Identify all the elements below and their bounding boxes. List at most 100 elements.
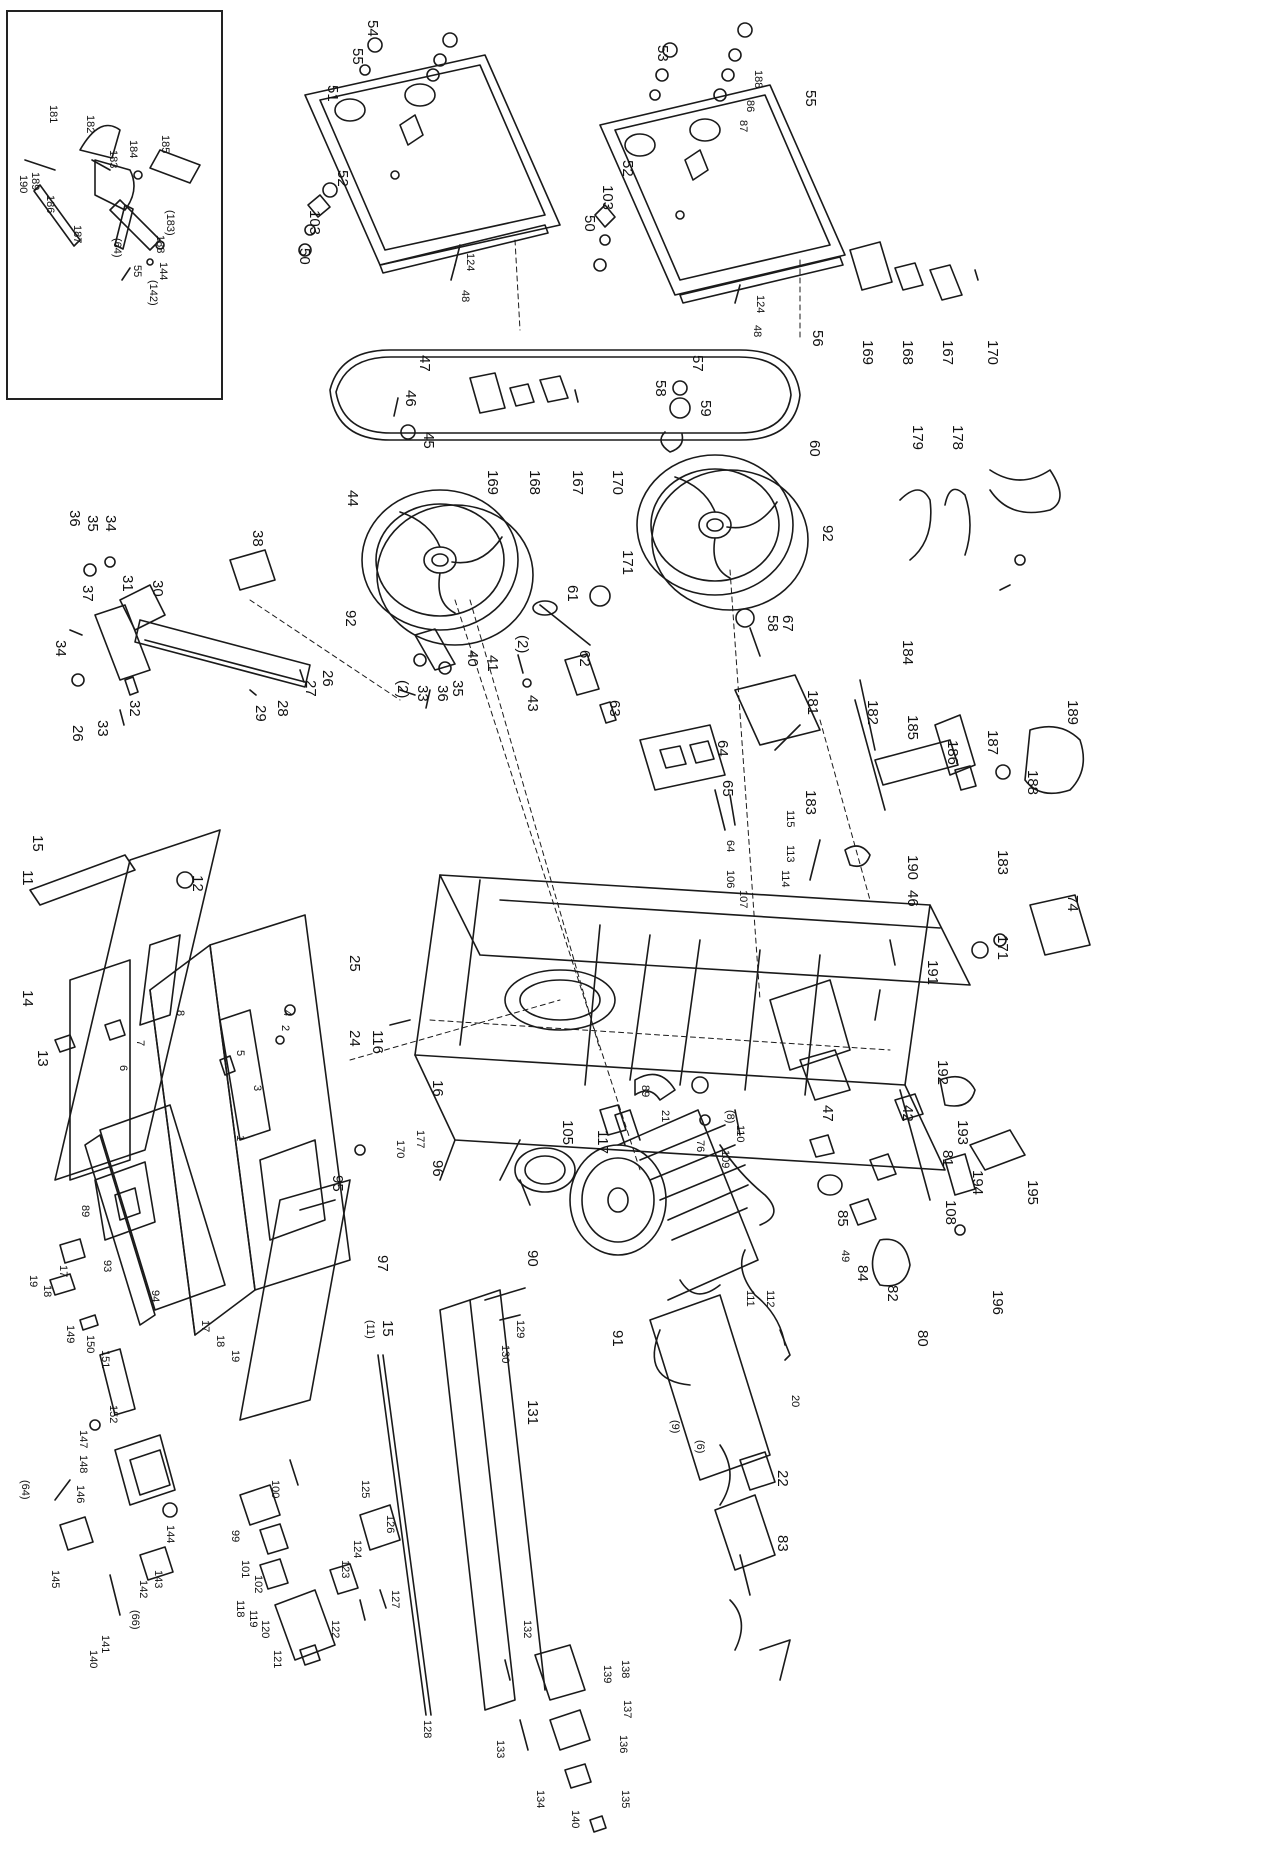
callout-188-lower: 188: [1024, 770, 1041, 796]
callout-130: 130: [499, 1345, 511, 1364]
callout-170-right: 170: [984, 340, 1001, 366]
right-side-handle-parts: [889, 894, 1091, 966]
lower-wheel: [636, 454, 809, 611]
callout-36: 36: [66, 510, 83, 527]
callout-171: 171: [619, 550, 636, 576]
callout-36-guide: 36: [434, 685, 451, 702]
callout-138: 138: [619, 1660, 631, 1679]
callout-28: 28: [274, 700, 291, 717]
callout-11: 11: [19, 870, 36, 886]
callout-18: 18: [41, 1285, 53, 1298]
callout-33-guide: 33: [414, 685, 431, 702]
callout-109: 109: [719, 1150, 731, 1169]
inset-callout-183: 183: [107, 150, 119, 169]
assembly-dash-lines: [249, 239, 891, 1171]
callout-8-paren: (8): [724, 1110, 736, 1124]
inset-callout-64-paren: (64): [111, 238, 123, 258]
callout-110: 110: [734, 1125, 746, 1143]
callout-183-left: 183: [802, 790, 819, 816]
callout-94: 94: [149, 1290, 161, 1303]
callout-137: 137: [621, 1700, 633, 1719]
callout-194: 194: [969, 1170, 986, 1196]
callout-83-lower: 83: [774, 1535, 791, 1552]
callout-115: 115: [784, 810, 796, 828]
callout-30: 30: [149, 580, 166, 597]
callout-2-left: (2): [394, 680, 411, 699]
callout-13: 13: [34, 1050, 51, 1067]
callout-34-lower: 34: [52, 640, 69, 657]
callout-53: 53: [654, 45, 671, 62]
callout-38: 38: [249, 530, 266, 547]
lower-left-small-parts: [49, 1238, 178, 1616]
callout-45: 45: [420, 432, 437, 449]
callout-50: 50: [296, 248, 313, 265]
callout-196: 196: [989, 1290, 1006, 1316]
callout-119: 119: [247, 1610, 259, 1628]
callout-15: 15: [29, 835, 46, 852]
callout-167: 167: [569, 470, 586, 496]
callout-150: 150: [84, 1335, 96, 1354]
blade-guard-parts: [239, 1459, 401, 1666]
callout-25: 25: [346, 955, 363, 972]
callout-20: 20: [789, 1395, 801, 1408]
inset-callout-183-paren: (183): [164, 210, 176, 236]
callout-113: 113: [784, 845, 796, 863]
callout-99: 99: [229, 1530, 241, 1543]
callout-19-right: 19: [229, 1350, 241, 1363]
callout-170-lower: 170: [394, 1140, 406, 1159]
callout-168: 168: [526, 470, 543, 496]
callout-190: 190: [904, 855, 921, 881]
callout-179: 179: [909, 425, 926, 451]
callout-24: 24: [346, 1030, 363, 1047]
bottom-clamp-parts: [534, 1644, 607, 1833]
inset-callout-189: 189: [29, 172, 41, 191]
callout-3: 3: [251, 1085, 263, 1092]
callout-183: 183: [994, 850, 1011, 876]
callout-192: 192: [934, 1060, 951, 1086]
callout-54: 54: [364, 20, 381, 37]
callout-81: 81: [939, 1150, 956, 1167]
inset-callout-190: 190: [17, 175, 29, 194]
callout-12: 12: [189, 875, 206, 892]
callout-42: 42: [899, 1105, 916, 1122]
callout-178: 178: [949, 425, 966, 451]
callout-116: 116: [369, 1030, 386, 1054]
callout-124: 124: [464, 253, 476, 272]
callout-97: 97: [374, 1255, 391, 1272]
callout-35-guide: 35: [449, 680, 466, 697]
callout-140-left: 140: [87, 1650, 99, 1669]
inset-callout-187: 187: [71, 225, 83, 244]
callout-195: 195: [1024, 1180, 1041, 1206]
motor-adjust-parts: [599, 1073, 775, 1226]
callout-49: 49: [839, 1250, 851, 1263]
callout-167-right: 167: [939, 340, 956, 366]
callout-35: 35: [84, 515, 101, 532]
callout-149: 149: [64, 1325, 76, 1344]
callout-64-small: 64: [724, 840, 736, 853]
callout-135: 135: [619, 1790, 631, 1809]
table-rails: [29, 829, 221, 1181]
callout-22: 22: [774, 1470, 791, 1487]
callout-125: 125: [359, 1480, 371, 1499]
callout-8: 8: [174, 1010, 186, 1017]
switch-box: [639, 724, 736, 831]
callout-193: 193: [954, 1120, 971, 1146]
callout-56: 56: [809, 330, 826, 347]
callout-191: 191: [924, 960, 941, 986]
callout-145: 145: [49, 1570, 61, 1589]
callout-111: 111: [744, 1290, 756, 1307]
callout-52-right: 52: [619, 160, 636, 177]
callout-63: 63: [606, 700, 623, 717]
callout-168-right: 168: [899, 340, 916, 366]
callout-31: 31: [119, 575, 136, 592]
motor: [569, 1109, 759, 1301]
callout-107: 107: [737, 890, 749, 909]
callout-127: 127: [389, 1590, 401, 1609]
callout-15-lower: 15: [379, 1320, 396, 1337]
callout-4: 4: [281, 1010, 293, 1017]
callout-47: 47: [416, 355, 433, 372]
callout-152: 152: [107, 1405, 119, 1424]
callout-59: 59: [697, 400, 714, 417]
callout-142: 142: [137, 1580, 149, 1599]
callout-51: 51: [324, 85, 341, 102]
